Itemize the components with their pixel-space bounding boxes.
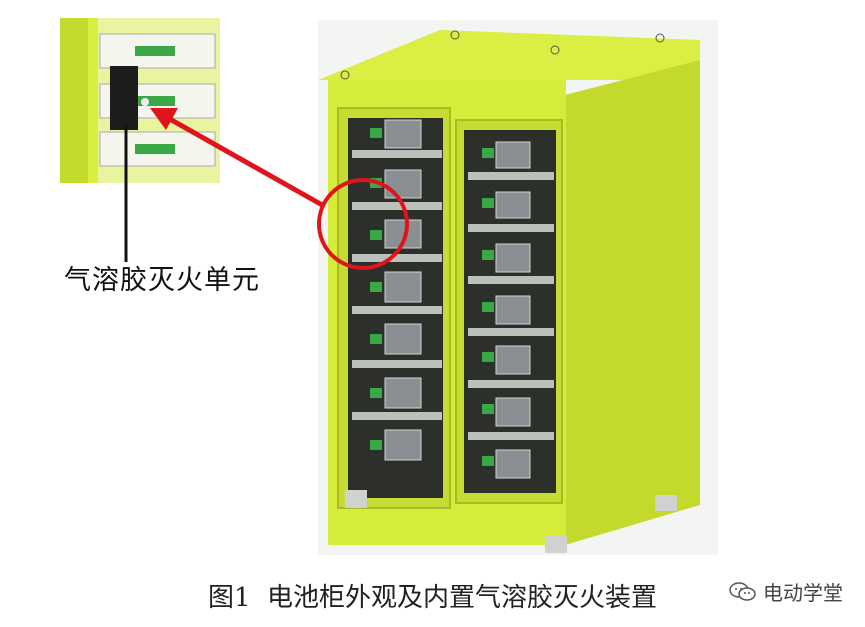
watermark-text: 电动学堂: [763, 581, 843, 605]
wechat-icon: [729, 581, 756, 601]
watermark: 电动学堂: [729, 577, 843, 606]
figure-number: 图1: [207, 583, 251, 613]
aerosol-unit-label: 气溶胶灭火单元: [64, 265, 260, 296]
arrow-head: [150, 108, 178, 130]
highlight-arrow: [166, 115, 326, 209]
zoom-inset: [60, 18, 220, 183]
highlight-circle: [317, 178, 409, 270]
battery-cabinet: [318, 20, 718, 555]
figure-caption-text: 电池柜外观及内置气溶胶灭火装置: [267, 583, 658, 613]
aerosol-unit-zoomed: [110, 66, 138, 130]
figure-caption: 图1 电池柜外观及内置气溶胶灭火装置: [0, 577, 865, 614]
